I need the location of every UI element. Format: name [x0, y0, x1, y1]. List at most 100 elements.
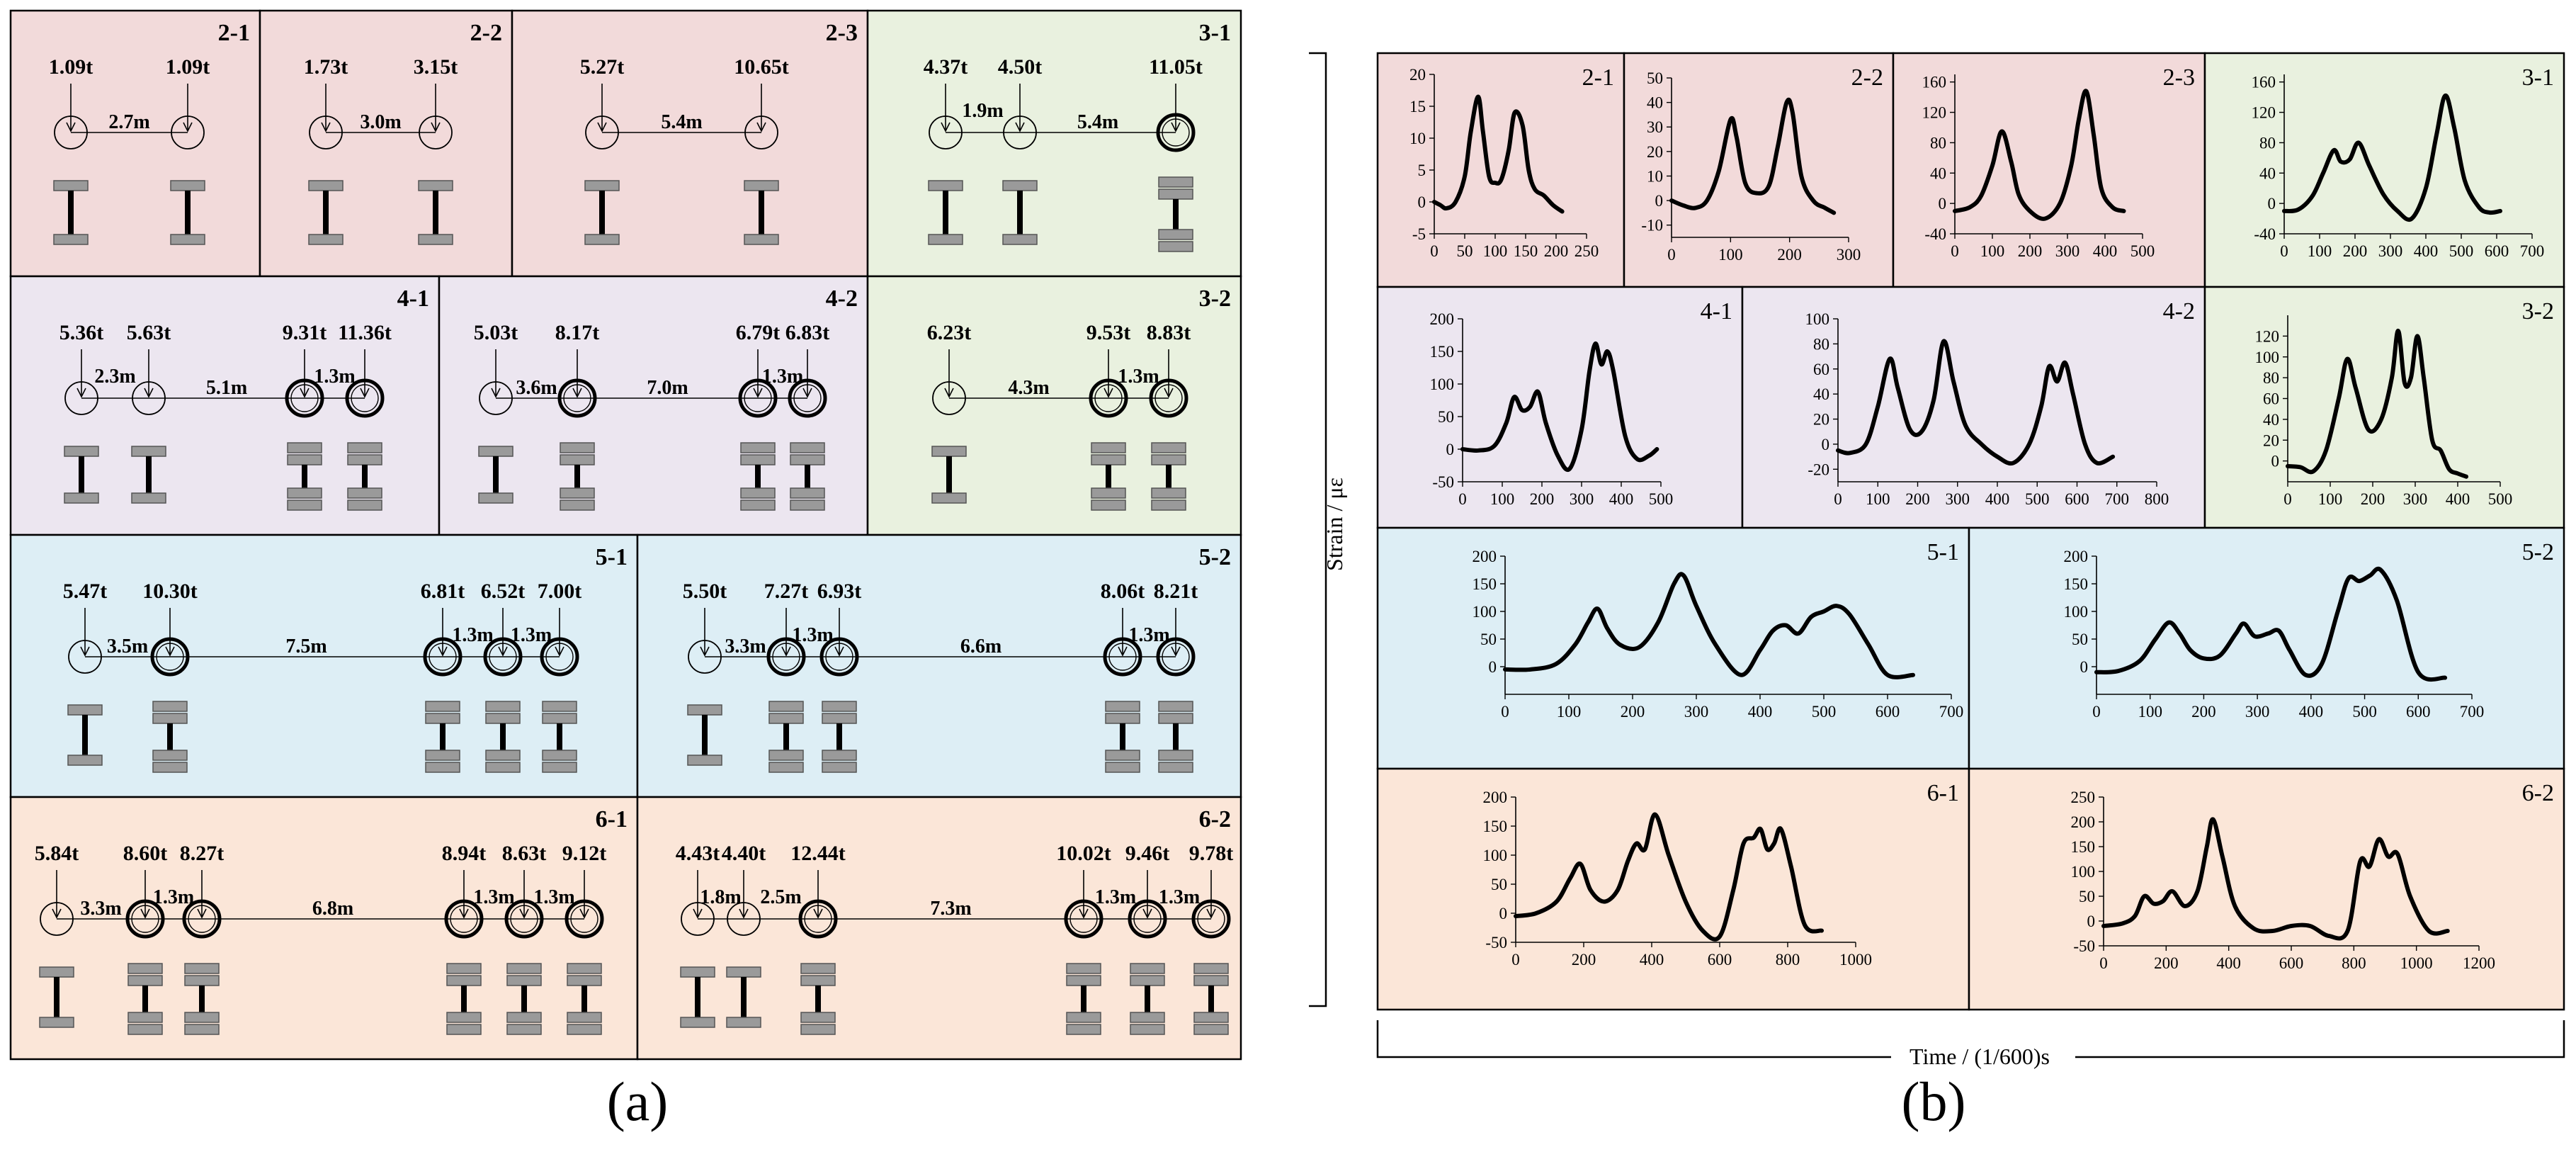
wheel-tire-bottom-outer [800, 1024, 836, 1035]
wheel-tire-top [1002, 180, 1038, 191]
axle-spacing-label: 6.8m [312, 898, 353, 920]
wheel-tire-bottom-outer [542, 762, 577, 773]
axle-load-label: 8.27t [180, 842, 225, 865]
x-tick-label: 700 [2105, 490, 2130, 508]
axle-spacing-label: 5.4m [661, 111, 702, 133]
wheel-tire-top-inner [152, 713, 188, 724]
wheel-tire-top-inner [287, 454, 322, 465]
wheel-tire-top-outer [1105, 701, 1140, 712]
y-tick-label: 80 [1813, 335, 1829, 353]
wheel-tire-bottom [478, 492, 514, 504]
wheel-tire-bottom [928, 234, 963, 245]
wheel-tire-bottom-outer [506, 1024, 542, 1035]
wheel-tire-bottom-inner [560, 487, 595, 499]
load-arrow-head [1015, 122, 1025, 132]
dual-wheel-circle [564, 899, 604, 939]
wheel-tire-bottom [1002, 234, 1038, 245]
dual-wheel-inner-circle [450, 905, 478, 933]
wheel-tire-bottom-outer [1193, 1024, 1229, 1035]
dual-wheel-circle [1103, 637, 1142, 677]
dual-wheel-inner-circle [131, 905, 159, 933]
y-tick-label: 120 [1922, 104, 1947, 122]
y-tick-label: 150 [1483, 818, 1508, 835]
vehicle-id-label: 3-1 [1199, 20, 1231, 46]
dual-wheel-circle [345, 378, 385, 418]
axle-spacing-label: 1.3m [511, 624, 552, 646]
chart-box [1376, 52, 1625, 288]
x-tick-label: 1200 [2463, 954, 2495, 972]
load-arrow-head [438, 646, 448, 657]
caption-b: (b) [1901, 1071, 1966, 1132]
single-wheel-circle [419, 115, 453, 149]
y-tick-label: 100 [1430, 375, 1455, 393]
wheel-tire-top-inner [740, 454, 776, 465]
load-arrow-head [1164, 388, 1174, 398]
y-tick-label: 20 [2263, 431, 2279, 449]
vehicle-box-5-2 [636, 533, 1242, 798]
wheel-tire-bottom [53, 234, 89, 245]
y-tick-label: 120 [2252, 104, 2276, 122]
wheel-tire-bottom-outer [768, 762, 804, 773]
wheel-tire-bottom-inner [800, 1012, 836, 1023]
load-arrow-head [781, 646, 791, 657]
axle-load-label: 1.09t [166, 55, 210, 79]
y-tick-label: 0 [1446, 441, 1455, 458]
x-tick-label: 300 [2245, 703, 2270, 721]
y-tick-label: 160 [2252, 74, 2276, 91]
single-wheel-circle [40, 902, 74, 936]
axle-load-label: 10.02t [1056, 842, 1111, 865]
wheel-tire-bottom-outer [446, 1024, 482, 1035]
wheel-tire-top-outer [1130, 963, 1165, 974]
x-tick-label: 200 [2191, 703, 2216, 721]
axle-load-label: 3.15t [414, 55, 458, 79]
axle-spacing-label: 1.3m [452, 624, 493, 646]
x-tick-label: 50 [1457, 242, 1473, 260]
y-tick-label: 10 [1647, 167, 1663, 185]
wheel-tire-bottom-inner [127, 1012, 163, 1023]
chart-box [1376, 526, 1970, 770]
dual-wheel-inner-circle [1069, 905, 1098, 933]
wheel-tire-top-outer [1158, 176, 1193, 188]
wheel-tire-bottom-inner [425, 750, 460, 761]
load-arrow-head [183, 122, 193, 132]
load-arrow-head [1171, 122, 1181, 132]
wheel-tire-top-outer [1158, 701, 1193, 712]
dual-wheel-circle [125, 899, 165, 939]
axle-load-label: 9.12t [562, 842, 607, 865]
dual-wheel-circle [819, 637, 859, 677]
y-tick-label: -20 [1808, 461, 1829, 478]
wheel-tire-bottom [418, 234, 453, 245]
axle-spacing-label: 2.3m [94, 366, 135, 388]
load-arrow-head [52, 908, 62, 919]
x-tick-label: 800 [2145, 490, 2169, 508]
vehicle-id-label: 5-1 [596, 544, 628, 570]
x-tick-label: 100 [1483, 242, 1508, 260]
vehicle-id-label: 3-2 [1199, 286, 1231, 312]
wheel-tire-bottom-inner [1193, 1012, 1229, 1023]
dual-wheel-circle [423, 637, 463, 677]
axle-load-label: 9.31t [283, 321, 327, 344]
axle-load-label: 10.65t [734, 55, 789, 79]
y-tick-label: 50 [2079, 888, 2095, 905]
y-tick-label: 0 [1822, 436, 1830, 453]
wheel-tire-bottom-outer [790, 499, 825, 511]
x-tick-label: 1000 [2400, 954, 2433, 972]
axle-load-label: 8.21t [1154, 580, 1198, 603]
dual-wheel-circle [540, 637, 579, 677]
wheel-tire-top [39, 966, 74, 978]
load-arrow-head [165, 646, 175, 657]
load-arrow-head [66, 122, 76, 132]
wheel-tire-bottom-inner [542, 750, 577, 761]
axle-load-label: 8.06t [1101, 580, 1145, 603]
y-tick-label: 15 [1409, 98, 1426, 115]
load-arrow-head [360, 388, 370, 398]
axle-spacing-label: 7.0m [647, 377, 688, 399]
chart-box [1892, 52, 2206, 288]
